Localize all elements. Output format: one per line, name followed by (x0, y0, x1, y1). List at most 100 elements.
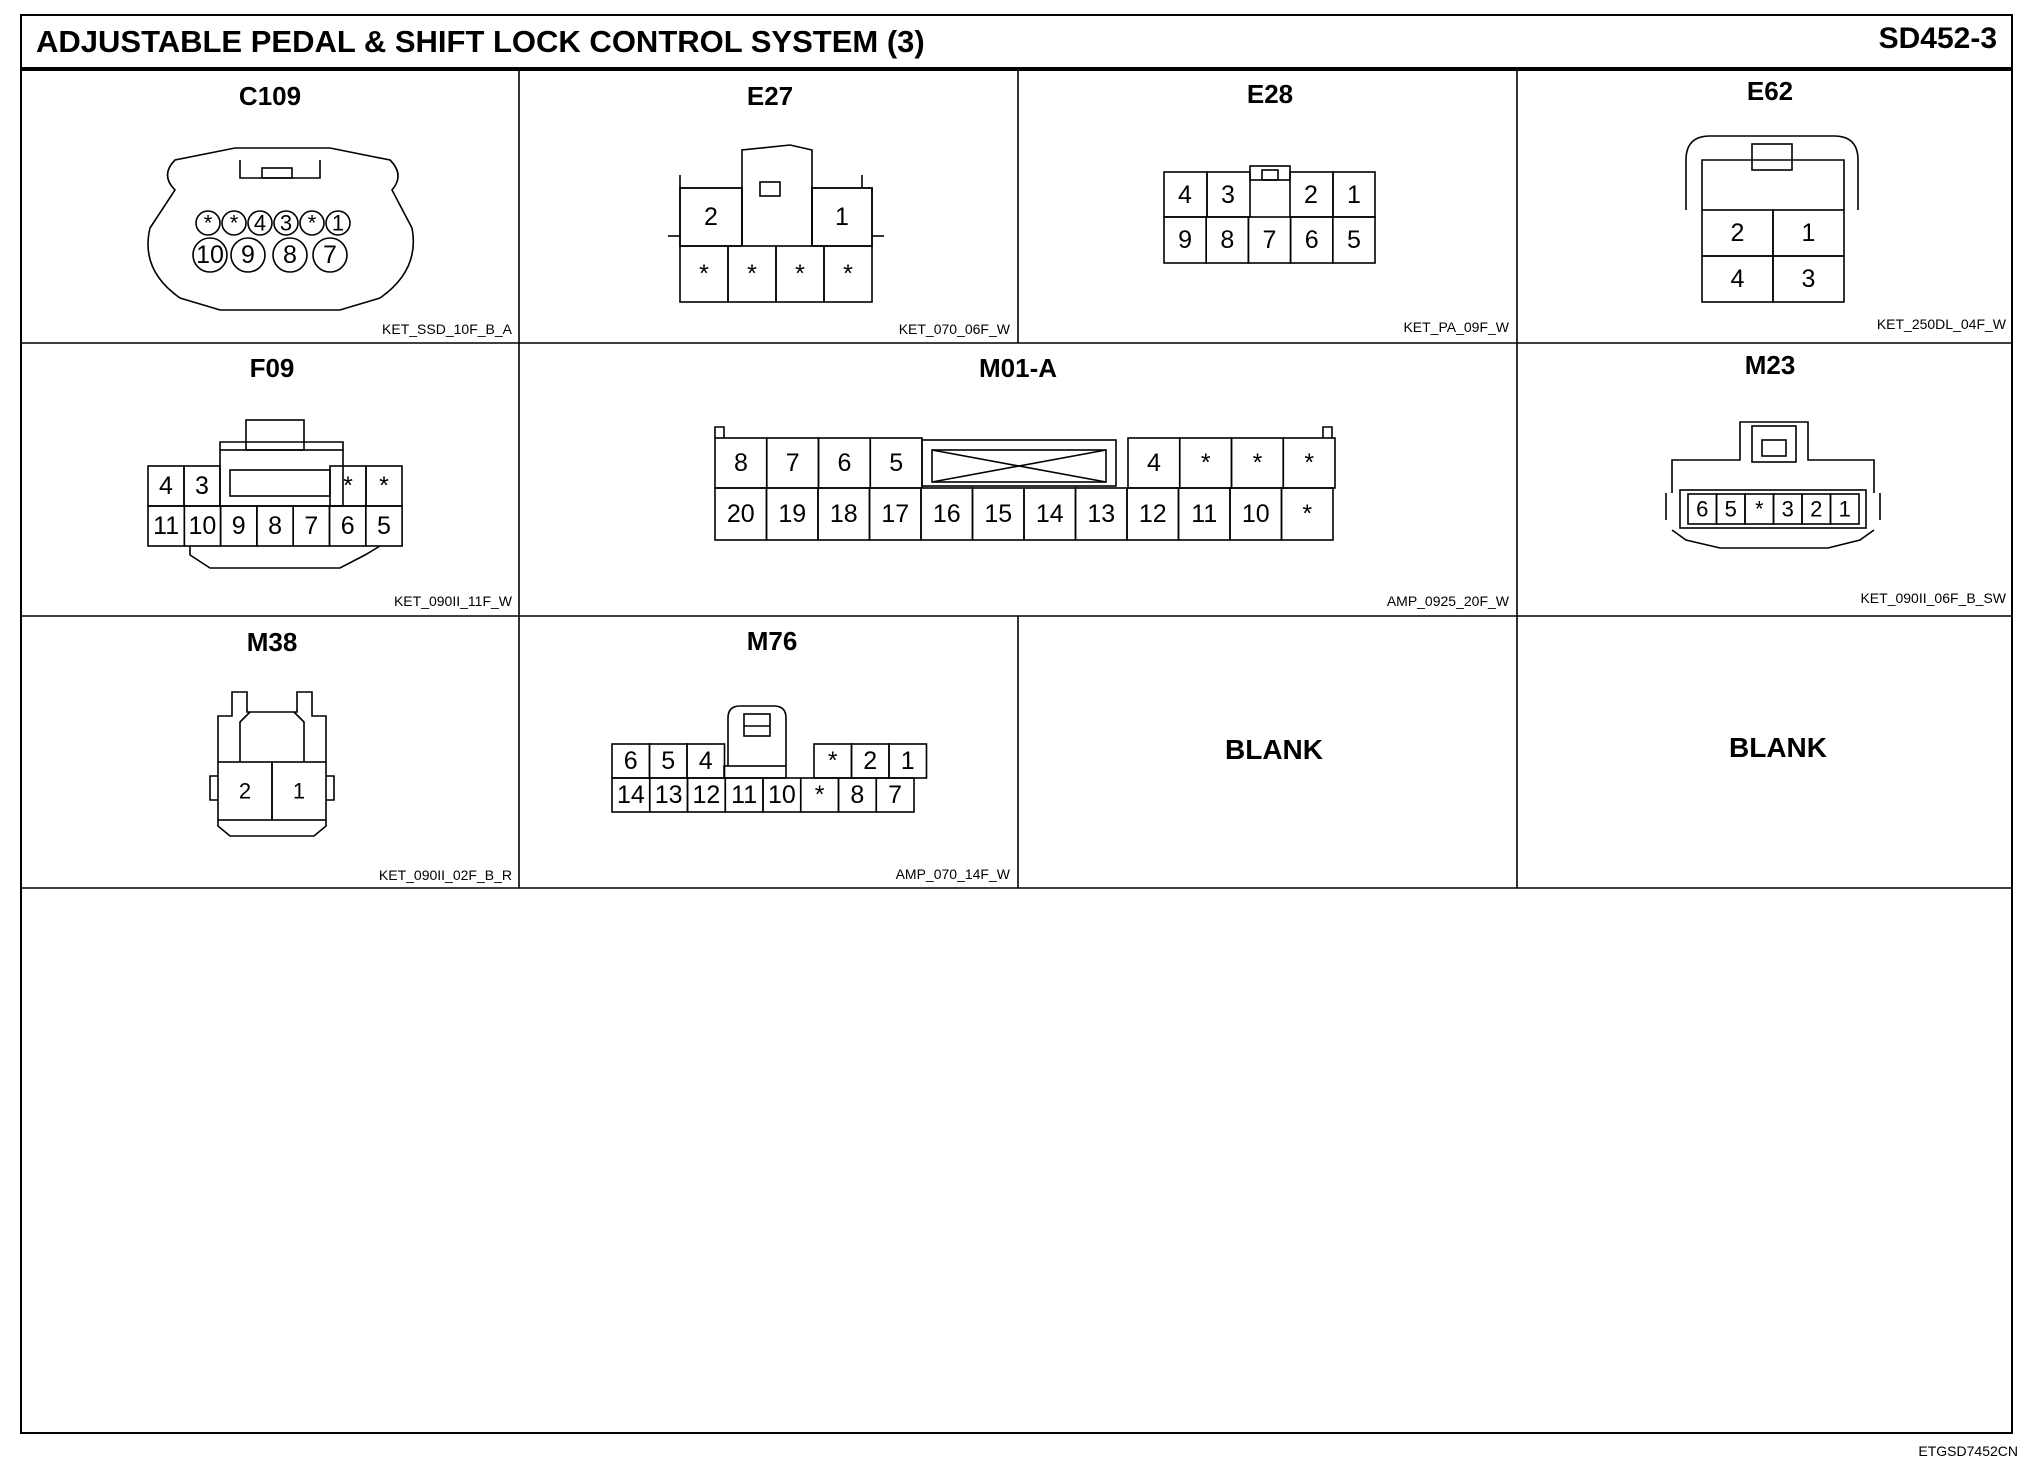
pin-cavity (364, 505, 403, 547)
pin-label: 6 (1305, 226, 1319, 254)
page-title: ADJUSTABLE PEDAL & SHIFT LOCK CONTROL SY… (36, 24, 925, 59)
pin-cavity (230, 237, 266, 273)
pin-label: * (699, 260, 709, 288)
pin-label: 11 (153, 512, 179, 540)
pin-label: 5 (1725, 497, 1737, 522)
pin-cavity (325, 210, 351, 236)
pin-cavity (195, 210, 221, 236)
pin-label: 1 (1839, 497, 1851, 522)
pin-label: 2 (239, 779, 251, 804)
pin-label: 10 (189, 512, 217, 540)
pin-label: * (795, 260, 805, 288)
pin-label: 8 (1220, 226, 1234, 254)
connector-latch (727, 705, 787, 766)
pin-label: * (1253, 449, 1263, 477)
pin-cavity (272, 237, 308, 273)
pin-label: 4 (699, 747, 713, 775)
connector-part-number: KET_070_06F_W (899, 321, 1011, 337)
pin-cavity (312, 237, 348, 273)
pin-label: 19 (778, 500, 806, 528)
pin-label: 6 (1696, 497, 1708, 522)
connector-name: F09 (250, 353, 295, 383)
pin-label: 9 (232, 512, 246, 540)
pin-label: 1 (901, 747, 915, 775)
connector-latch (239, 711, 305, 762)
connector-housing (189, 441, 381, 569)
pin-cavity (723, 765, 787, 779)
pin-label: 5 (1347, 226, 1361, 254)
connector-name: C109 (239, 81, 301, 111)
pin-label: 18 (830, 500, 858, 528)
pin-label: 4 (1731, 265, 1745, 293)
connector-end-tab-right (1322, 426, 1333, 438)
pin-label: * (343, 472, 353, 500)
pin-label: 14 (617, 781, 645, 809)
pin-label: * (1201, 449, 1211, 477)
connector-keyway-inner (931, 449, 1107, 483)
connector-latch-tab (1761, 439, 1787, 457)
pin-label: 11 (1191, 500, 1217, 528)
blank-cell-label: BLANK (1225, 734, 1323, 765)
connector-housing (1685, 135, 1859, 210)
connector-latch (245, 419, 305, 451)
pin-label: 2 (863, 747, 877, 775)
connector-part-number: KET_SSD_10F_B_A (382, 321, 513, 337)
pin-cavity (271, 761, 327, 821)
pin-label: 3 (1782, 497, 1794, 522)
pin-label: * (747, 260, 757, 288)
pin-label: 20 (727, 500, 755, 528)
pin-label: 1 (835, 203, 849, 231)
pin-label: 1 (332, 211, 344, 236)
connector-part-number: AMP_070_14F_W (896, 866, 1011, 882)
pin-cavity (1829, 493, 1860, 525)
connector-part-number: KET_PA_09F_W (1403, 319, 1509, 335)
pin-label: 8 (734, 449, 748, 477)
pin-label: 2 (704, 203, 718, 231)
connector-latch (741, 144, 813, 246)
connector-latch-tab (743, 713, 771, 737)
pin-cavity (875, 777, 915, 813)
pin-label: 7 (1263, 226, 1277, 254)
connector-part-number: KET_250DL_04F_W (1877, 316, 2007, 332)
pin-label: 3 (195, 472, 209, 500)
pin-label: * (815, 781, 825, 809)
pin-label: 7 (888, 781, 902, 809)
pin-label: 6 (838, 449, 852, 477)
pin-cavity (221, 210, 247, 236)
connector-latch (239, 160, 321, 179)
connector-latch-inner (229, 469, 331, 497)
pin-cavity (219, 449, 344, 507)
pin-label: 1 (293, 779, 305, 804)
pin-label: 5 (661, 747, 675, 775)
connector-part-number: KET_090II_06F_B_SW (1860, 590, 2006, 606)
connector-name: E27 (747, 81, 793, 111)
connector-part-number: KET_090II_02F_B_R (379, 867, 512, 883)
pin-label: 5 (889, 449, 903, 477)
pin-label: * (379, 472, 389, 500)
pin-label: * (828, 747, 838, 775)
pin-label: 8 (283, 241, 297, 269)
pin-label: 2 (1731, 219, 1745, 247)
connector-housing (147, 147, 415, 311)
pin-label: 9 (241, 241, 255, 269)
connector-base (217, 820, 327, 837)
connector-housing (217, 691, 327, 762)
pin-label: * (204, 211, 213, 236)
pin-label: 15 (984, 500, 1012, 528)
connector-latch-tab (1261, 169, 1279, 181)
pin-label: 3 (1802, 265, 1816, 293)
